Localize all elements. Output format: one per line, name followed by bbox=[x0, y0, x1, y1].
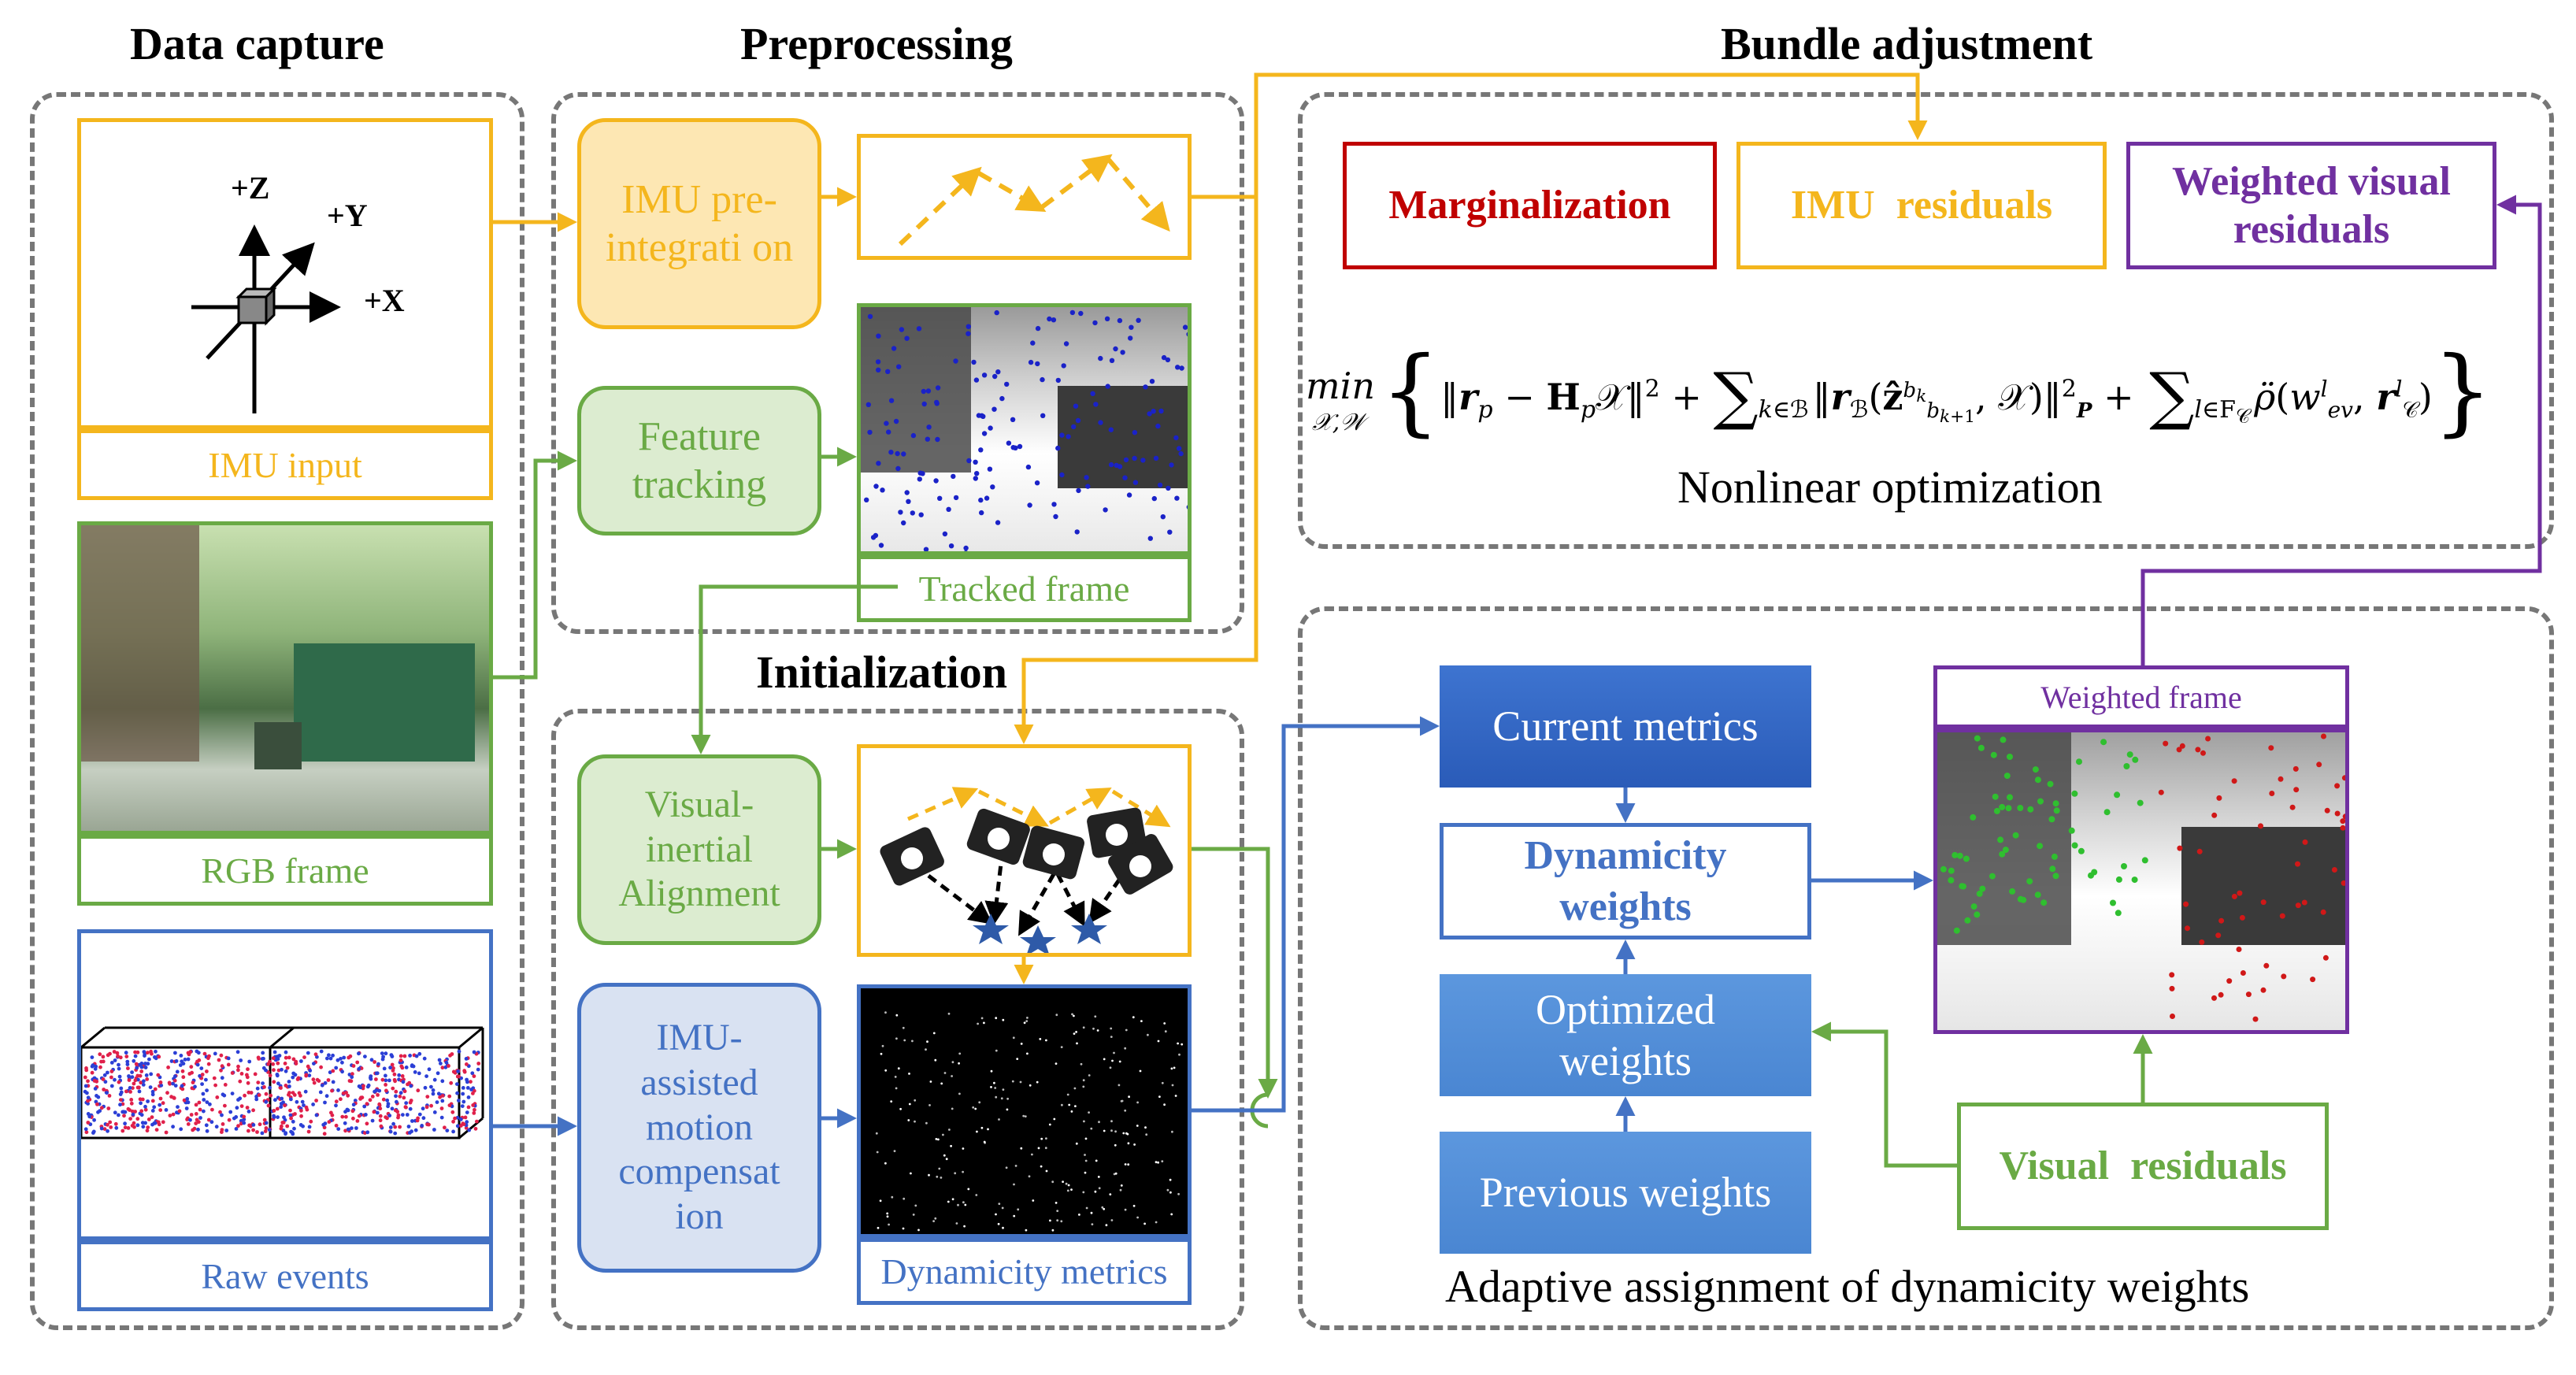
current-metrics-box: Current metrics bbox=[1440, 665, 1811, 788]
weighted-frame-label: Weighted frame bbox=[1933, 665, 2349, 728]
imu-axes-icon bbox=[191, 224, 341, 413]
optimized-weights-box: Optimized weights bbox=[1440, 974, 1811, 1096]
raw-events-label: Raw events bbox=[77, 1240, 493, 1311]
weighted-visual-residuals-box: Weighted visual residuals bbox=[2126, 142, 2496, 269]
axis-z-label: +Z bbox=[231, 170, 270, 206]
marginalization-box: Marginalization bbox=[1343, 142, 1717, 269]
event-edges-figure bbox=[875, 1011, 1184, 1232]
bundle-adjustment-panel bbox=[1298, 92, 2554, 549]
imu-residuals-box: IMU residuals bbox=[1736, 142, 2107, 269]
adaptive-weights-panel bbox=[1298, 606, 2554, 1330]
adaptive-assignment-caption: Adaptive assignment of dynamicity weight… bbox=[1445, 1261, 2250, 1312]
initialization-panel bbox=[551, 709, 1244, 1330]
dynamicity-weights-box: Dynamicity weights bbox=[1440, 823, 1811, 940]
optimization-formula: min𝒳,𝒲{‖rp − Hp𝒳‖2 + ∑k∈ℬ‖rℬ(ẑbkbk+1, 𝒳)… bbox=[1306, 337, 2493, 447]
title-bundle-adjustment: Bundle adjustment bbox=[1721, 18, 2093, 69]
camera-poses-icon bbox=[880, 787, 1173, 953]
weighted-feature-points bbox=[1940, 733, 2345, 1022]
feature-tracking-box: Feature tracking bbox=[577, 386, 821, 536]
imu-trajectory-figure bbox=[857, 134, 1192, 260]
title-data-capture: Data capture bbox=[130, 18, 384, 69]
imu-axes-figure bbox=[77, 118, 493, 429]
visual-inertial-alignment-box: Visual-inertial Alignment bbox=[577, 754, 821, 945]
preprocessing-panel bbox=[551, 92, 1244, 634]
raw-events-figure bbox=[77, 929, 493, 1240]
weighted-frame-image bbox=[1933, 728, 2349, 1034]
axis-x-label: +X bbox=[364, 283, 405, 318]
dynamicity-metrics-label: Dynamicity metrics bbox=[857, 1238, 1192, 1305]
rgb-frame-image bbox=[77, 521, 493, 835]
data-capture-panel bbox=[30, 92, 524, 1330]
visual-residuals-box: Visual residuals bbox=[1957, 1103, 2329, 1230]
camera-alignment-figure bbox=[857, 744, 1192, 957]
axis-y-label: +Y bbox=[327, 198, 368, 233]
dynamicity-metrics-image bbox=[857, 984, 1192, 1238]
rgb-frame-label: RGB frame bbox=[77, 835, 493, 906]
imu-trajectory-icon bbox=[898, 154, 1170, 246]
imu-motion-compensation-box: IMU-assisted motion compensat ion bbox=[577, 983, 821, 1273]
imu-preintegration-box: IMU pre-integrati on bbox=[577, 118, 821, 329]
title-initialization: Initialization bbox=[756, 647, 1008, 698]
nonlinear-optimization-label: Nonlinear optimization bbox=[1677, 461, 2103, 513]
tracked-feature-points bbox=[864, 309, 1188, 551]
imu-input-label: IMU input bbox=[77, 429, 493, 500]
event-volume-icon bbox=[81, 1026, 484, 1140]
title-preprocessing: Preprocessing bbox=[740, 18, 1013, 69]
previous-weights-box: Previous weights bbox=[1440, 1132, 1811, 1254]
tracked-frame-label: Tracked frame bbox=[857, 555, 1192, 622]
tracked-frame-image bbox=[857, 303, 1192, 555]
